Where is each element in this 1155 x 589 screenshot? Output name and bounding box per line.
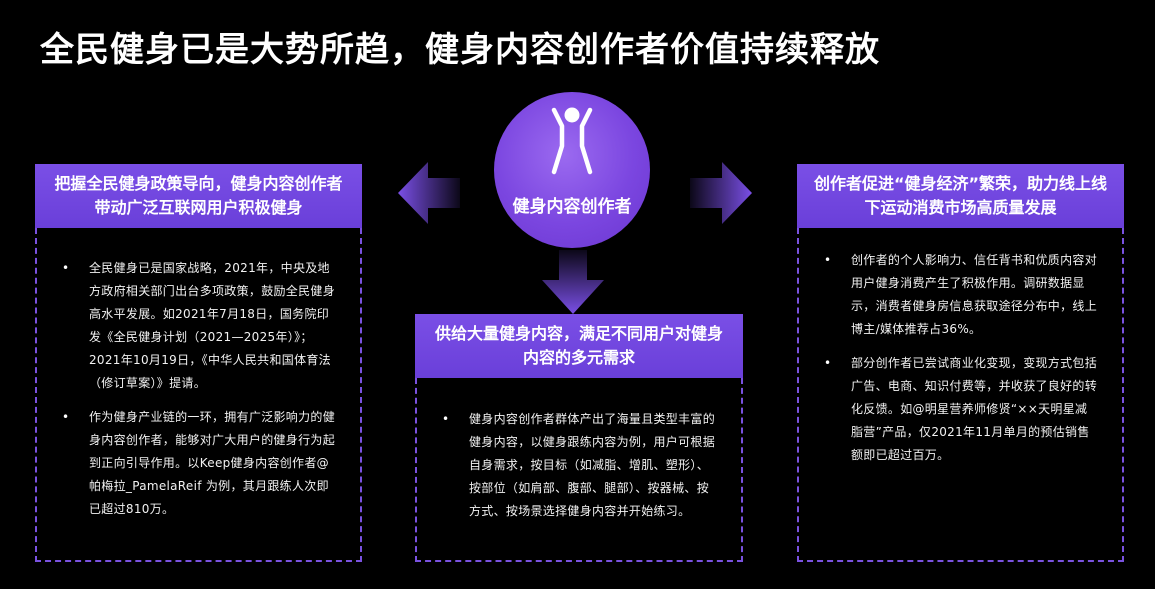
center-circle: 健身内容创作者: [494, 92, 650, 248]
arrow-down-icon: [542, 250, 604, 314]
list-item: 作为健身产业链的一环，拥有广泛影响力的健身内容创作者，能够对广大用户的健身行为起…: [62, 406, 336, 521]
middle-header-text: 供给大量健身内容，满足不同用户对健身内容的多元需求: [434, 324, 723, 367]
right-box: 创作者的个人影响力、信任背书和优质内容对用户健身消费产生了积极作用。调研数据显示…: [797, 228, 1124, 562]
center-label: 健身内容创作者: [512, 197, 632, 217]
arrow-left-icon: [398, 162, 460, 224]
list-item: 健身内容创作者群体产出了海量且类型丰富的健身内容，以健身跟练内容为例，用户可根据…: [442, 408, 717, 523]
arrow-right-icon: [690, 162, 752, 224]
right-header: 创作者促进“健身经济”繁荣，助力线上线下运动消费市场高质量发展: [797, 164, 1124, 228]
page-title: 全民健身已是大势所趋，健身内容创作者价值持续释放: [40, 30, 880, 70]
left-box: 全民健身已是国家战略，2021年，中央及地方政府相关部门出台多项政策，鼓励全民健…: [35, 228, 362, 562]
middle-header: 供给大量健身内容，满足不同用户对健身内容的多元需求: [415, 314, 743, 378]
person-arms-up-icon: [551, 107, 593, 175]
left-header-text: 把握全民健身政策导向，健身内容创作者带动广泛互联网用户积极健身: [54, 174, 343, 217]
list-item: 创作者的个人影响力、信任背书和优质内容对用户健身消费产生了积极作用。调研数据显示…: [824, 249, 1098, 341]
left-header: 把握全民健身政策导向，健身内容创作者带动广泛互联网用户积极健身: [35, 164, 362, 228]
middle-box: 健身内容创作者群体产出了海量且类型丰富的健身内容，以健身跟练内容为例，用户可根据…: [415, 378, 743, 562]
list-item: 部分创作者已尝试商业化变现，变现方式包括广告、电商、知识付费等，并收获了良好的转…: [824, 352, 1098, 467]
list-item: 全民健身已是国家战略，2021年，中央及地方政府相关部门出台多项政策，鼓励全民健…: [62, 257, 336, 395]
right-header-text: 创作者促进“健身经济”繁荣，助力线上线下运动消费市场高质量发展: [813, 174, 1108, 217]
